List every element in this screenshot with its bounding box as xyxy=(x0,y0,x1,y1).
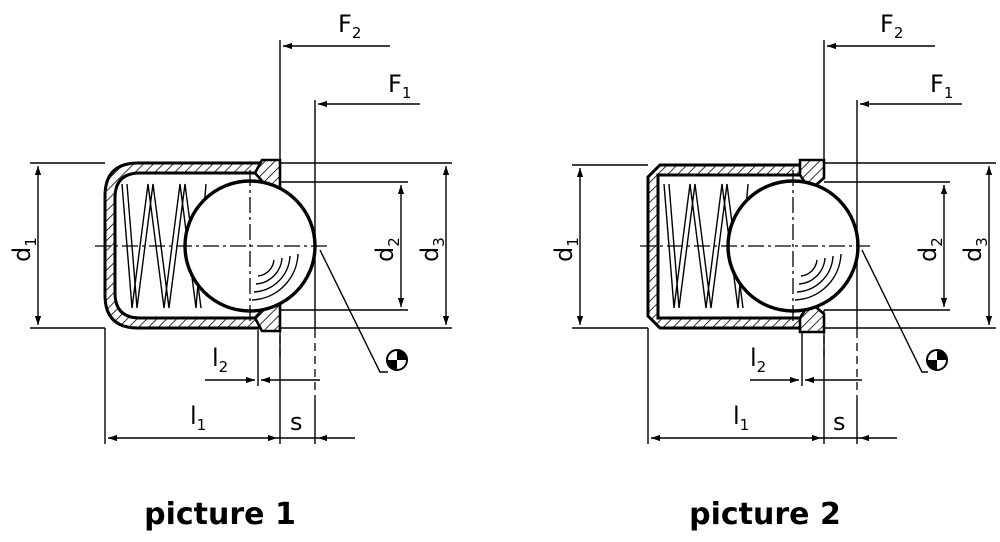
caption-picture-1: picture 1 xyxy=(144,497,296,532)
ball-shading xyxy=(794,253,842,301)
label-f1: F1 xyxy=(930,70,953,102)
label-l2: l2 xyxy=(750,344,766,376)
caption-picture-2: picture 2 xyxy=(689,497,841,532)
label-f2: F2 xyxy=(338,10,361,42)
picture-1-diagram: F2 F1 d1 d2 d3 l2 l1 s picture 1 xyxy=(8,10,452,532)
spring xyxy=(121,183,207,309)
label-l2: l2 xyxy=(212,344,228,376)
label-d2: d2 xyxy=(371,237,403,262)
label-s: s xyxy=(833,408,846,436)
label-d2: d2 xyxy=(914,237,946,262)
label-l1: l1 xyxy=(190,402,206,434)
picture-2-diagram: F2 F1 d1 d2 d3 l2 l1 s picture 2 xyxy=(550,10,996,532)
ball-shading xyxy=(251,253,299,301)
center-of-gravity-icon xyxy=(926,349,948,371)
label-d3: d3 xyxy=(416,237,448,262)
center-of-gravity-icon xyxy=(386,349,408,371)
cog-leader xyxy=(319,249,388,373)
label-f1: F1 xyxy=(388,70,411,102)
label-d3: d3 xyxy=(959,237,991,262)
label-d1: d1 xyxy=(8,237,40,262)
label-l1: l1 xyxy=(733,402,749,434)
spring xyxy=(663,183,749,309)
label-f2: F2 xyxy=(880,10,903,42)
cog-leader xyxy=(861,249,928,373)
label-s: s xyxy=(290,408,303,436)
label-d1: d1 xyxy=(550,237,582,262)
